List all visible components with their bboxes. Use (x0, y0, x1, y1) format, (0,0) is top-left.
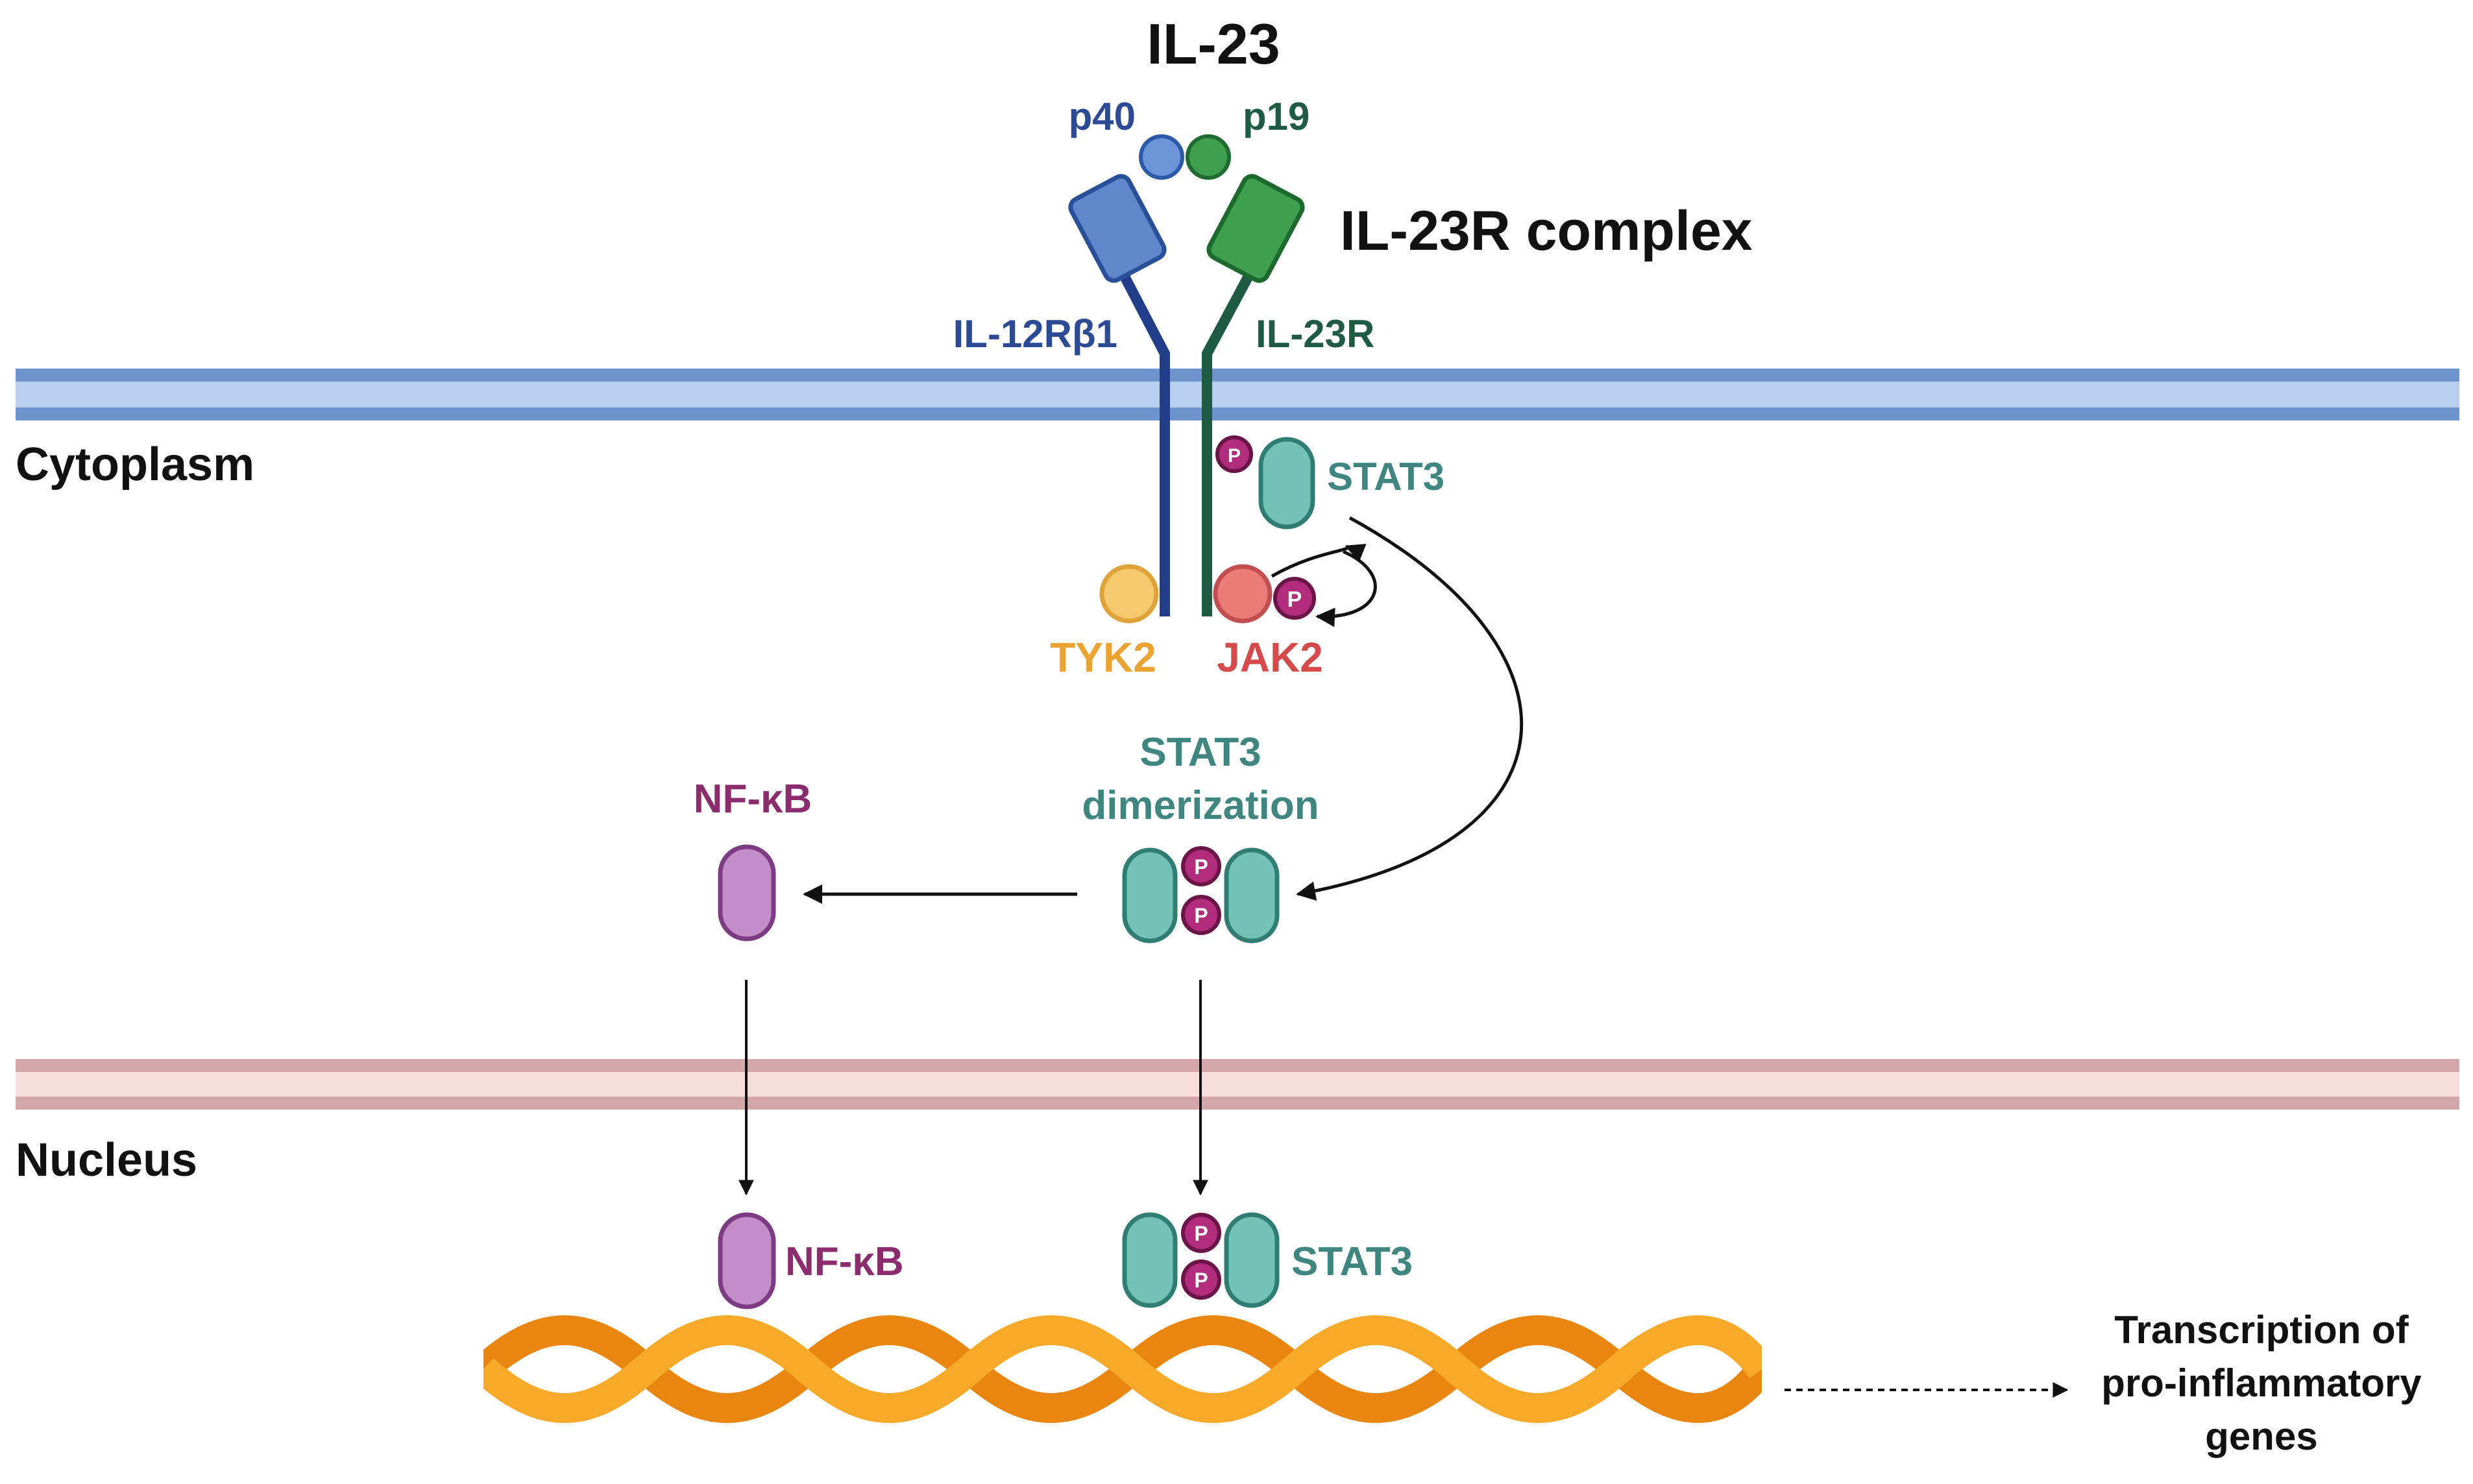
p40-subunit (1139, 134, 1184, 180)
plasma-membrane (16, 369, 2459, 420)
jak2-autophos-arrow (1271, 544, 1367, 578)
il23-title: IL-23 (1147, 12, 1280, 76)
dimer-phospho-top: P (1194, 855, 1208, 879)
stat3-dimer-cytoplasm: P P (1122, 846, 1280, 943)
stat3-monomer-label: STAT3 (1327, 455, 1444, 498)
stat3-monomer-phospho: P (1215, 435, 1253, 473)
tyk2-kinase (1099, 564, 1159, 624)
nfkb-nucleus-label: NF-κB (785, 1239, 904, 1284)
output-line2: pro-inflammatory (2101, 1361, 2422, 1405)
jak2-phospho-group: P (1273, 577, 1316, 620)
stat3-to-dimer-arrow (1296, 516, 1523, 901)
p19-label: p19 (1243, 95, 1310, 138)
stat3-dimer-nucleus: P P (1122, 1212, 1280, 1308)
nucleus-phospho-bottom: P (1194, 1269, 1208, 1292)
dimer-phospho-bottom: P (1194, 904, 1208, 927)
dimerization-line1: STAT3 (1139, 730, 1261, 775)
tyk2-label: TYK2 (1050, 634, 1156, 681)
nucleus-label: Nucleus (16, 1134, 197, 1186)
p40-label: p40 (1069, 95, 1136, 138)
il23r-label: IL-23R (1256, 312, 1374, 356)
output-line1: Transcription of (2114, 1308, 2409, 1352)
nfkb-cytoplasm-label: NF-κB (694, 777, 812, 821)
nucleus-phospho-top: P (1194, 1222, 1208, 1245)
stat3-nucleus-label: STAT3 (1291, 1239, 1413, 1284)
p19-subunit (1186, 134, 1231, 180)
dna-double-helix (483, 1315, 1762, 1423)
jak2-label: JAK2 (1217, 634, 1323, 681)
cytoplasm-label: Cytoplasm (16, 439, 254, 491)
il12rb1-receptor (1068, 174, 1170, 616)
nfkb-nucleus (718, 1212, 776, 1309)
il23r-complex-label: IL-23R complex (1340, 200, 1753, 262)
nuclear-membrane (16, 1059, 2459, 1110)
stat3-monomer-phospho-label: P (1228, 445, 1241, 467)
stat3-monomer (1258, 437, 1315, 529)
output-line3: genes (2205, 1415, 2317, 1458)
jak2-return-arrow (1315, 550, 1377, 627)
il23r-receptor (1202, 174, 1305, 616)
jak2-phospho-label: P (1287, 587, 1302, 612)
dimerization-line2: dimerization (1082, 783, 1319, 828)
jak2-kinase (1213, 564, 1273, 624)
il12rb1-label: IL-12Rβ1 (953, 312, 1117, 356)
nfkb-cytoplasm (718, 844, 776, 942)
